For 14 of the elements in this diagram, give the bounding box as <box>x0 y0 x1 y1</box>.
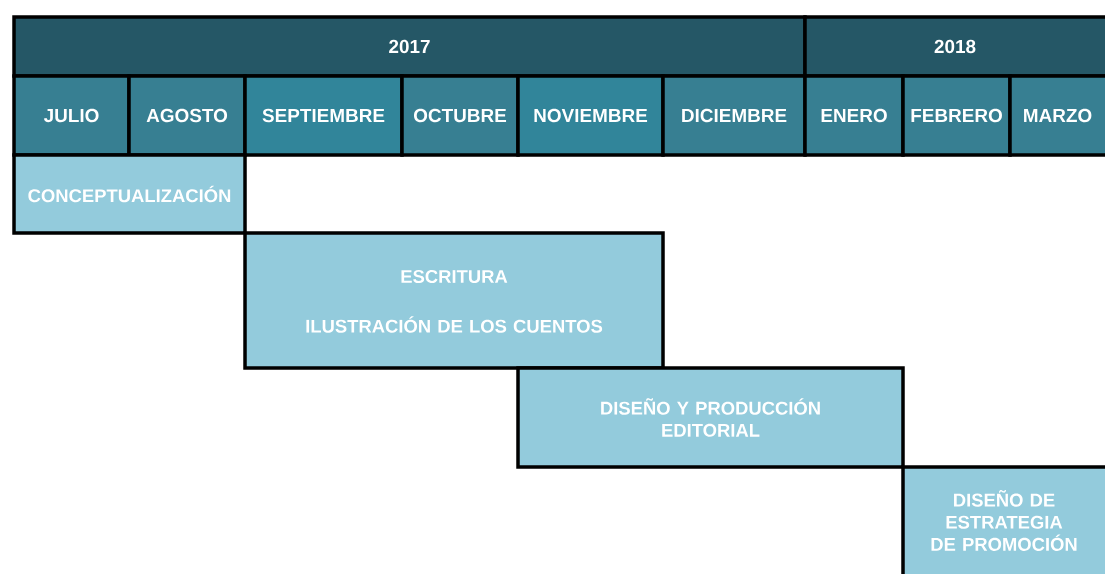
month-cell: ENERO <box>803 74 905 157</box>
month-cell: JULIO <box>12 74 131 157</box>
task-bar: CONCEPTUALIZACIÓN <box>12 153 247 235</box>
month-cell: MARZO <box>1008 74 1105 157</box>
task-bar: ESCRITURA ILUSTRACIÓN DE LOS CUENTOS <box>243 231 665 370</box>
month-cell: FEBRERO <box>901 74 1012 157</box>
task-bar: DISEÑO DE ESTRATEGIA DE PROMOCIÓN <box>901 465 1105 574</box>
month-cell: OCTUBRE <box>400 74 520 157</box>
month-cell: DICIEMBRE <box>661 74 807 157</box>
task-bar: DISEÑO Y PRODUCCIÓN EDITORIAL <box>516 366 905 469</box>
month-cell: NOVIEMBRE <box>516 74 665 157</box>
month-cell: AGOSTO <box>127 74 247 157</box>
year-header: 2018 <box>803 15 1105 78</box>
month-cell: SEPTIEMBRE <box>243 74 404 157</box>
